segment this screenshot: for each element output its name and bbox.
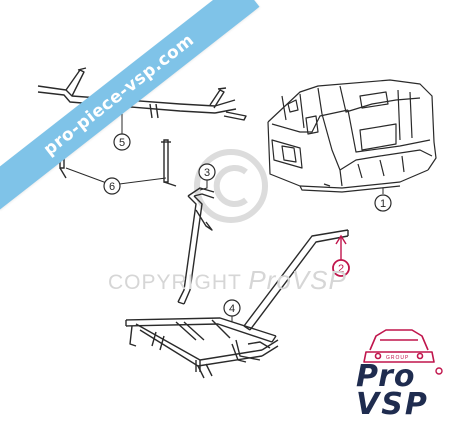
callout-circle-6 [103,177,121,195]
callout-circle-4 [223,299,241,317]
callout-label-3: 3 [204,167,210,179]
callout-label-1: 1 [380,198,386,210]
callout-circle-2 [332,259,350,277]
callout-circle-5 [113,133,131,151]
callout-marks [103,133,392,317]
callout-label-6: 6 [109,181,115,193]
logo-car-icon [363,329,435,363]
part-4-floor-frame[interactable] [125,317,279,379]
part-3-pillar-tube[interactable] [177,187,215,305]
copyright-brand: ProVSP [248,265,347,295]
copyright-watermark-text: COPYRIGHT ProVSP [108,265,347,296]
part-5-cross-bar[interactable] [37,67,247,121]
callout-labels: 5 6 3 4 1 2 [109,137,386,315]
callout-circle-1 [374,194,392,212]
brand-logo: Pro VSP [356,362,446,420]
part-1-body-shell[interactable] [267,79,437,193]
callout-label-5: 5 [119,137,125,149]
logo-line-pro: Pro [356,359,416,394]
logo-line-vsp: VSP [356,387,429,422]
callout-circle-3 [198,163,216,181]
leader-line-part-2 [335,234,347,260]
copyright-watermark [194,149,268,223]
logo-accent-dot [435,367,443,375]
logo-group-label: GROUP [386,355,410,361]
copyright-label: COPYRIGHT [108,271,242,294]
callout-label-4: 4 [229,303,235,315]
callout-label-2: 2 [338,263,344,275]
